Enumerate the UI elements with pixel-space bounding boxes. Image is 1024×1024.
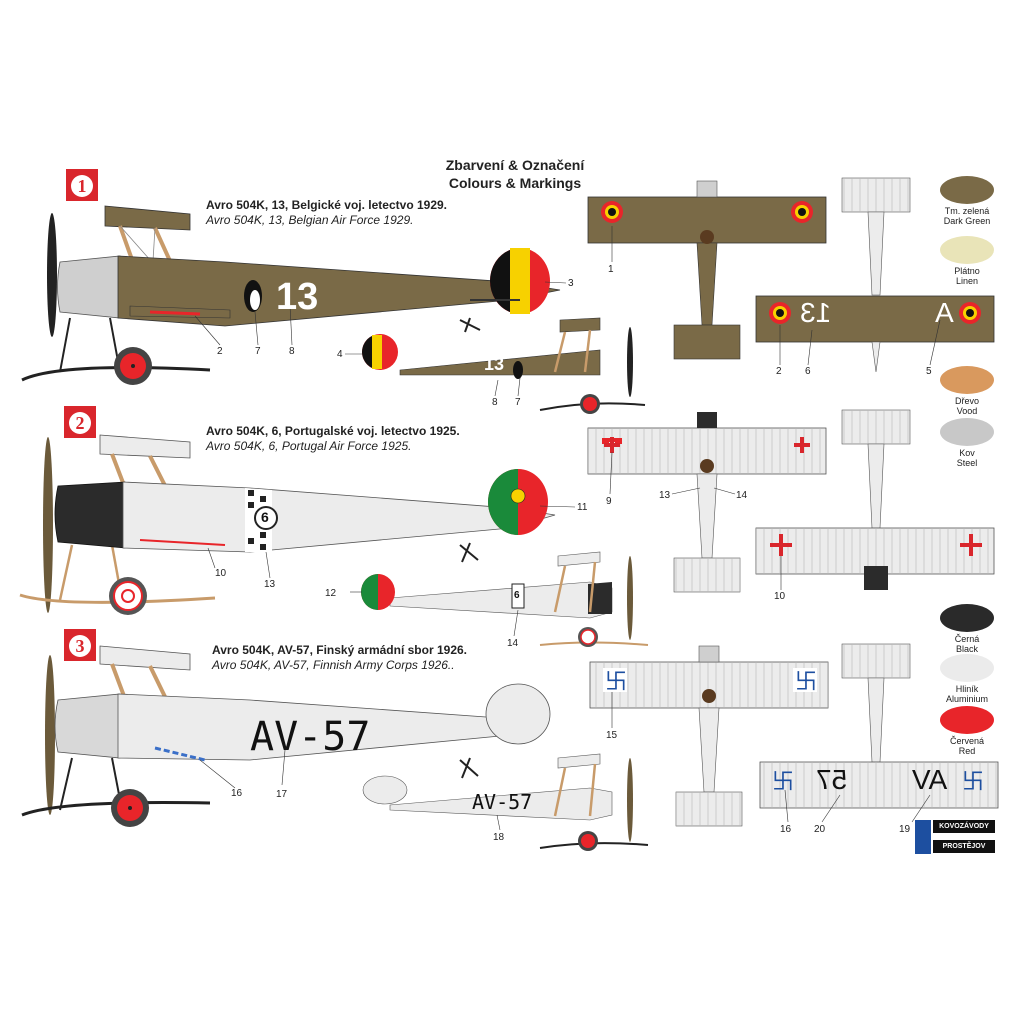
profile-2-large xyxy=(19,434,556,615)
scheme-badge-3: 3 xyxy=(64,629,96,661)
swatch-label-cz: Černá xyxy=(954,634,980,644)
swatch-label-en: Vood xyxy=(956,406,978,416)
swatch-label-en: Dark Green xyxy=(943,216,991,226)
swatch-dark-green xyxy=(940,176,994,204)
swatch-label-en: Steel xyxy=(956,458,978,468)
callout-16b: 16 xyxy=(780,824,792,835)
logo-line-2: PROSTĚJOV xyxy=(933,840,995,853)
swatch-label-cz: Kov xyxy=(959,448,975,458)
callout-9: 9 xyxy=(606,496,612,507)
title-en: Colours & Markings xyxy=(448,175,582,191)
swatch-label-cz: Tm. zelená xyxy=(944,206,990,216)
swatch-black xyxy=(940,604,994,632)
swatch-label-cz: Plátno xyxy=(954,266,980,276)
shield-icon xyxy=(915,820,931,854)
title-cz: Zbarvení & Označení xyxy=(445,157,585,173)
sheet-title: Zbarvení & Označení Colours & Markings xyxy=(430,156,600,192)
callout-4: 4 xyxy=(337,349,343,360)
swatch-label-en: Red xyxy=(958,746,976,756)
callout-12: 12 xyxy=(325,588,337,599)
callout-2: 2 xyxy=(217,346,223,357)
finnish-mark-lower-left: 卐 xyxy=(772,769,795,794)
wing-code-3a: 57 xyxy=(816,764,848,795)
callout-16: 16 xyxy=(231,788,243,799)
leader-lines xyxy=(194,226,941,831)
callout-17: 17 xyxy=(276,789,288,800)
profile-2-small xyxy=(361,551,649,647)
swatch-vood xyxy=(940,366,994,394)
swatch-label-cz: Hliník xyxy=(955,684,979,694)
callout-14b: 14 xyxy=(507,638,519,649)
callout-10: 10 xyxy=(215,568,227,579)
profile-3-small xyxy=(362,753,649,851)
finnish-mark-upper-left: 卐 xyxy=(605,669,628,694)
code-1-small: 13 xyxy=(484,354,505,374)
logo-line-1: KOVOZÁVODY xyxy=(933,820,995,833)
caption-3-en: Avro 504K, AV-57, Finnish Army Corps 192… xyxy=(212,658,455,672)
plan-3-lower xyxy=(759,643,999,809)
callout-6: 6 xyxy=(805,366,811,377)
manufacturer-logo: KOVOZÁVODY PROSTĚJOV xyxy=(915,820,995,854)
caption-1-cz: Avro 504K, 13, Belgické voj. letectvo 19… xyxy=(206,198,448,212)
callout-20: 20 xyxy=(814,824,826,835)
callout-13b: 13 xyxy=(659,490,671,501)
wing-code-3b: AV xyxy=(912,764,948,795)
swatch-linen xyxy=(940,236,994,264)
caption-2-en: Avro 504K, 6, Portugal Air Force 1925. xyxy=(206,439,412,453)
callout-3: 3 xyxy=(568,278,574,289)
swatch-label-en: Black xyxy=(955,644,978,654)
swatch-red xyxy=(940,706,994,734)
swatch-label-cz: Dřevo xyxy=(954,396,979,406)
caption-3-cz: Avro 504K, AV-57, Finský armádní sbor 19… xyxy=(212,643,467,657)
callout-18: 18 xyxy=(493,832,505,843)
callout-14: 14 xyxy=(736,490,748,501)
callout-13: 13 xyxy=(264,579,276,590)
plan-2-lower xyxy=(755,409,995,590)
plan-3-upper xyxy=(589,645,829,827)
callout-10b: 10 xyxy=(774,591,786,602)
callout-15: 15 xyxy=(606,730,618,741)
swatch-steel xyxy=(940,418,994,446)
caption-2-cz: Avro 504K, 6, Portugalské voj. letectvo … xyxy=(206,424,460,438)
swatch-label-cz: Červená xyxy=(949,736,985,746)
callout-8b: 8 xyxy=(492,397,498,408)
wing-code-1b: A xyxy=(935,297,954,328)
code-1-large: 13 xyxy=(276,276,319,318)
swatch-label-en: Linen xyxy=(955,276,979,286)
finnish-mark-upper-right: 卐 xyxy=(795,669,818,694)
scheme-badge-2: 2 xyxy=(64,406,96,438)
callout-7: 7 xyxy=(255,346,261,357)
callout-1: 1 xyxy=(608,264,614,275)
code-2-small: 6 xyxy=(514,590,520,601)
code-2-large: 6 xyxy=(261,509,269,525)
wing-code-1a: 13 xyxy=(800,297,832,328)
scheme-badge-1: 1 xyxy=(66,169,98,201)
finnish-mark-lower-right: 卐 xyxy=(962,769,985,794)
callout-7b: 7 xyxy=(515,397,521,408)
callout-11: 11 xyxy=(577,502,588,513)
plan-1-upper xyxy=(587,180,827,360)
callout-2b: 2 xyxy=(776,366,782,377)
plan-1-lower xyxy=(755,177,995,373)
swatch-label-en: Aluminium xyxy=(945,694,988,704)
profile-1-large xyxy=(21,205,561,385)
caption-1-en: Avro 504K, 13, Belgian Air Force 1929. xyxy=(206,213,414,227)
profile-3-large xyxy=(21,645,551,827)
code-3-small: AV-57 xyxy=(472,790,533,814)
code-3-large: AV-57 xyxy=(250,714,371,760)
callout-19: 19 xyxy=(899,824,911,835)
swatch-aluminium xyxy=(940,654,994,682)
plan-2-upper xyxy=(587,412,827,593)
callout-8: 8 xyxy=(289,346,295,357)
callout-5: 5 xyxy=(926,366,932,377)
profile-1-small xyxy=(362,317,646,414)
